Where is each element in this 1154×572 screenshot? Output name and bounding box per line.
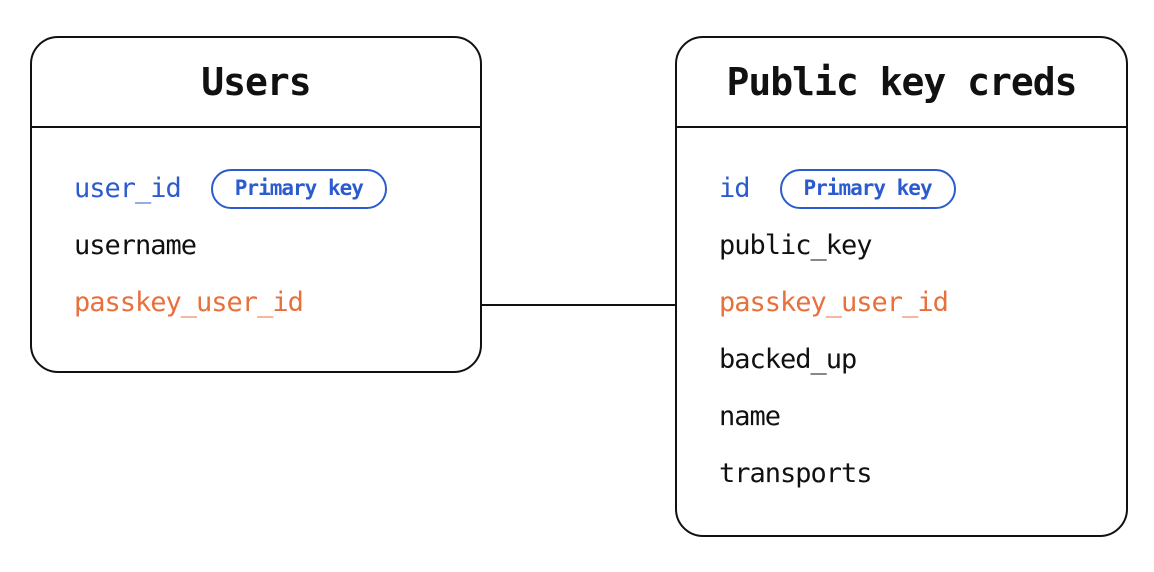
field-username: username (74, 230, 197, 261)
table-users: Users user_id Primary key username passk… (30, 36, 482, 373)
field-row-id: id Primary key (719, 160, 1106, 217)
field-row-backed-up: backed_up (719, 331, 1106, 388)
primary-key-badge: Primary key (779, 168, 956, 209)
table-public-key-creds: Public key creds id Primary key public_k… (675, 36, 1128, 537)
table-users-header: Users (32, 38, 480, 128)
field-public-key: public_key (719, 230, 873, 261)
field-row-public-key: public_key (719, 217, 1106, 274)
field-row-user-id: user_id Primary key (74, 160, 460, 217)
field-row-transports: transports (719, 445, 1106, 502)
table-public-key-creds-header: Public key creds (677, 38, 1126, 128)
field-id: id (719, 173, 751, 204)
field-row-username: username (74, 217, 460, 274)
relationship-line (480, 304, 677, 306)
field-row-passkey-user-id: passkey_user_id (719, 274, 1106, 331)
field-row-name: name (719, 388, 1106, 445)
field-passkey-user-id: passkey_user_id (719, 287, 949, 318)
table-users-fields: user_id Primary key username passkey_use… (32, 128, 480, 331)
field-backed-up: backed_up (719, 344, 857, 375)
table-users-title: Users (201, 60, 311, 104)
table-public-key-creds-fields: id Primary key public_key passkey_user_i… (677, 128, 1126, 502)
table-public-key-creds-title: Public key creds (726, 60, 1077, 104)
field-name: name (719, 401, 781, 432)
field-passkey-user-id: passkey_user_id (74, 287, 304, 318)
field-row-passkey-user-id: passkey_user_id (74, 274, 460, 331)
field-transports: transports (719, 458, 873, 489)
field-user-id: user_id (74, 173, 182, 204)
primary-key-badge: Primary key (210, 168, 387, 209)
